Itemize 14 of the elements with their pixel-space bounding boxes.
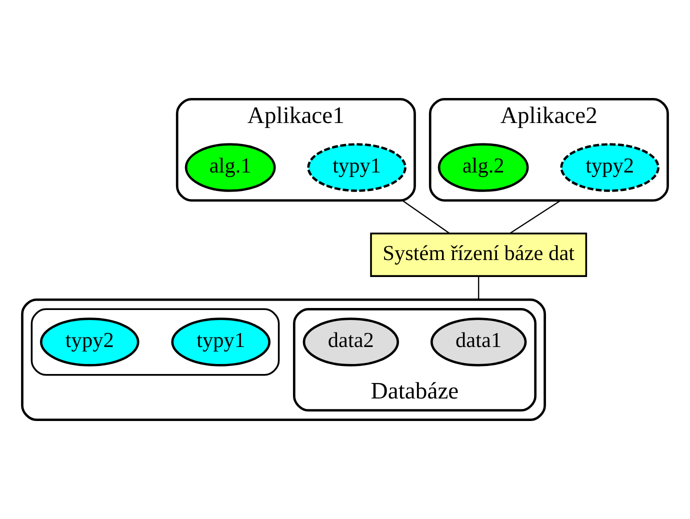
node-ellipse: alg.2 (438, 143, 529, 192)
connector (402, 200, 450, 234)
node-ellipse: data2 (302, 318, 400, 366)
connector (478, 276, 480, 300)
node-ellipse: typy1 (171, 318, 271, 366)
node-ellipse: typy2 (40, 318, 140, 366)
connector (510, 200, 562, 234)
cluster (30, 308, 280, 376)
node-ellipse: typy1 (307, 143, 406, 192)
cluster (21, 298, 546, 421)
node-ellipse: alg.1 (184, 143, 276, 192)
node-ellipse: data1 (430, 318, 527, 366)
node-ellipse: typy2 (560, 143, 660, 192)
node-box: Systém řízení báze dat (370, 232, 588, 277)
